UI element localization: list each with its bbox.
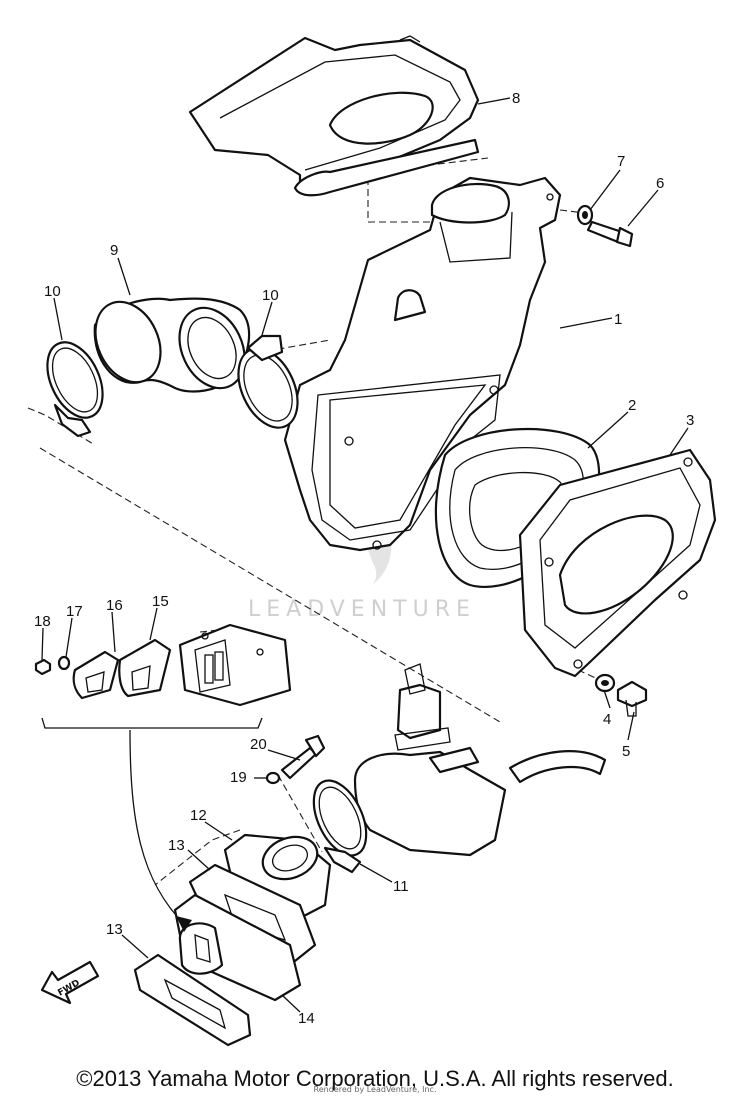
part-8-air-box-cover — [188, 35, 480, 197]
part-11-carburetor-clamp — [312, 779, 368, 874]
callout-13-lower: 13 — [106, 921, 123, 938]
part-3-filter-gasket — [518, 448, 717, 678]
callout-10-left: 10 — [44, 283, 61, 300]
callout-12: 12 — [190, 807, 207, 824]
detail-bracket — [41, 717, 263, 932]
part-9-intake-duct — [93, 297, 251, 393]
forward-direction-indicator: FWD — [40, 960, 100, 1005]
callout-2: 2 — [628, 397, 636, 414]
callout-17: 17 — [66, 603, 83, 620]
callout-8: 8 — [512, 90, 520, 107]
part-19-washer — [265, 771, 281, 785]
callout-14: 14 — [298, 1010, 315, 1027]
callout-13-upper: 13 — [168, 837, 185, 854]
part-17-washer — [57, 655, 71, 671]
part-16-reed-stopper — [72, 650, 120, 700]
callout-18: 18 — [34, 613, 51, 630]
callout-19: 19 — [230, 769, 247, 786]
callout-15: 15 — [152, 593, 169, 610]
part-7-washer — [576, 204, 594, 226]
callout-16: 16 — [106, 597, 123, 614]
callout-1: 1 — [614, 311, 622, 328]
part-20-bolt — [280, 734, 326, 780]
part-4-washer — [594, 673, 616, 693]
callout-3: 3 — [686, 412, 694, 429]
part-13-gasket-lower — [133, 953, 252, 1047]
callout-10-right: 10 — [262, 287, 279, 304]
part-6-bolt — [586, 220, 634, 248]
part-10-hose-clamp-left — [46, 341, 104, 438]
part-16-reed-petal — [118, 638, 172, 698]
part-14-reed-valve-assembly — [173, 893, 302, 1002]
copyright-notice: ©2013 Yamaha Motor Corporation, U.S.A. A… — [76, 1066, 674, 1091]
part-15-reed-block — [178, 623, 292, 707]
carburetor-reference — [353, 663, 607, 857]
callout-4: 4 — [603, 711, 611, 728]
watermark-text: LEADVENTURE — [248, 597, 476, 622]
callout-7: 7 — [617, 153, 625, 170]
callout-6: 6 — [656, 175, 664, 192]
render-credit: Rendered by LeadVenture, Inc. — [313, 1085, 437, 1094]
leader-lines — [41, 97, 689, 1013]
callout-9: 9 — [110, 242, 118, 259]
callout-labels: 8 7 6 1 2 3 4 5 9 10 10 11 12 13 13 14 1… — [34, 90, 694, 1027]
part-5-bolt — [616, 680, 648, 717]
part-10-hose-clamp-right — [237, 334, 299, 429]
part-18-screw — [34, 658, 52, 676]
callout-20: 20 — [250, 736, 267, 753]
callout-11: 11 — [393, 878, 409, 895]
part-1-air-box-case — [283, 176, 562, 552]
callout-5: 5 — [622, 743, 630, 760]
